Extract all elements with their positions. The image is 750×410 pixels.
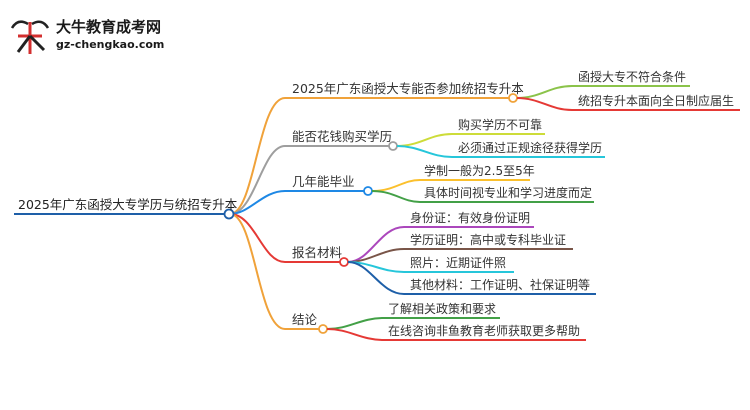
site-logo[interactable]: 大牛教育成考网 gz-chengkao.com [8, 14, 198, 58]
root-topic[interactable]: 2025年广东函授大专学历与统招专升本 [18, 197, 238, 212]
root-node [223, 208, 235, 220]
branch-conclusion[interactable]: 结论 [292, 312, 318, 327]
leaf-id-card[interactable]: 身份证：有效身份证明 [410, 211, 531, 225]
branch-materials[interactable]: 报名材料 [292, 245, 343, 260]
edge-root-b1 [229, 145, 286, 215]
leaf-diploma[interactable]: 学历证明：高中或专科毕业证 [410, 233, 567, 247]
leaf-unreliable[interactable]: 购买学历不可靠 [458, 118, 543, 132]
edge-b4-c1 [326, 328, 385, 341]
leaf-fulltime-only[interactable]: 统招专升本面向全日制应届生 [578, 94, 735, 108]
edge-b2-c0 [371, 179, 421, 192]
edge-b2-c1 [371, 190, 421, 203]
edge-root-b2 [229, 190, 286, 215]
logo-url: gz-chengkao.com [56, 38, 165, 51]
logo-title: 大牛教育成考网 [56, 18, 162, 36]
edge-root-b4 [229, 213, 286, 330]
leaf-formal-route[interactable]: 必须通过正规途径获得学历 [458, 141, 603, 155]
leaf-depends-progress[interactable]: 具体时间视专业和学习进度而定 [424, 186, 593, 200]
edge-b1-c0 [396, 133, 453, 147]
leaf-consult-online[interactable]: 在线咨询非鱼教育老师获取更多帮助 [388, 324, 581, 338]
edge-b1-c1 [396, 145, 453, 158]
branch-buy-degree[interactable]: 能否花钱购买学历 [292, 129, 393, 144]
edge-b0-c1 [516, 97, 573, 111]
bull-logo-icon [10, 20, 50, 54]
leaf-not-eligible[interactable]: 函授大专不符合条件 [578, 70, 687, 84]
b2-node [363, 186, 373, 196]
leaf-learn-policy[interactable]: 了解相关政策和要求 [388, 302, 497, 316]
branch-graduation-time[interactable]: 几年能毕业 [292, 174, 355, 189]
branch-eligibility[interactable]: 2025年广东函授大专能否参加统招专升本 [292, 81, 524, 96]
leaf-duration[interactable]: 学制一般为2.5至5年 [424, 164, 535, 178]
edge-b3-c0 [347, 226, 405, 263]
leaf-other-materials[interactable]: 其他材料：工作证明、社保证明等 [410, 278, 591, 292]
edge-b3-c3 [347, 261, 405, 295]
edge-b0-c0 [516, 85, 573, 99]
edge-root-b3 [229, 213, 286, 263]
leaf-photo[interactable]: 照片：近期证件照 [410, 256, 507, 270]
b4-node [318, 324, 328, 334]
edge-b4-c0 [326, 317, 385, 330]
edge-root-b0 [229, 97, 286, 215]
